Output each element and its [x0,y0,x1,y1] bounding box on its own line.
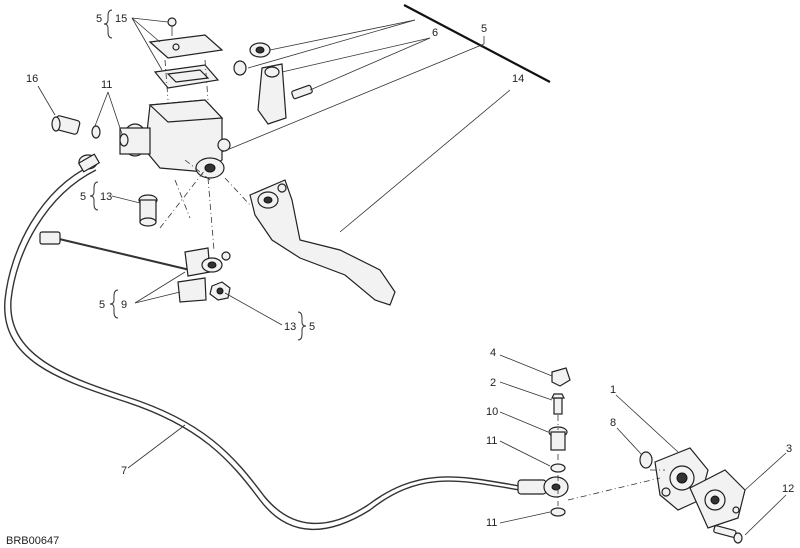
bracket-screw [291,84,313,100]
callout-8: 8 [610,417,616,429]
callout-11-bottom: 11 [486,517,497,529]
callout-5-top: 5 [96,13,102,25]
dust-boot [249,42,271,58]
bleed-screw [551,393,565,415]
cap-screw [167,17,177,36]
banjo-bolt-10 [548,426,568,451]
brace-15 [103,9,113,39]
cover-screw [713,525,743,544]
reservoir-cap [148,34,224,59]
callout-5-bolt: 5 [80,191,86,203]
o-ring-6 [233,60,247,76]
slave-cover [689,469,746,529]
hose-banjo-fitting [517,476,569,498]
brace-13b [297,311,307,341]
callout-1: 1 [610,384,616,396]
master-cylinder [119,99,231,179]
callout-5-clamp: 5 [99,299,105,311]
callout-6: 6 [432,27,438,39]
callout-10: 10 [486,406,498,418]
callout-9: 9 [121,299,127,311]
callout-13-bottom: 13 [284,321,296,333]
kit-bar [403,4,551,83]
hose-banjo-top [77,153,101,173]
washer-11-top-b [119,133,129,147]
callout-5-kit: 5 [481,23,487,35]
handlebar-clamp [177,247,231,303]
callout-11-top: 11 [101,79,112,91]
callout-15: 15 [115,13,127,25]
washer-11-bottom-b [550,507,566,517]
clutch-hose [4,164,521,531]
clutch-hose-inner [10,169,521,525]
callout-16: 16 [26,73,38,85]
leader-lines [37,17,787,536]
drawing-code: BRB00647 [6,535,59,547]
reservoir-diaphragm [153,64,220,89]
callout-5-nut: 5 [309,321,315,333]
lever-bracket [257,63,287,125]
clamp-nut [209,281,231,301]
seal-8 [639,451,653,469]
pivot-bolt [138,194,158,227]
clutch-switch-rod [39,231,191,271]
callout-11-mid: 11 [486,435,497,447]
callout-7: 7 [121,465,127,477]
washer-11-bottom-a [550,463,566,473]
clutch-lever [249,179,396,306]
washer-11-top-a [91,125,101,139]
callout-12: 12 [782,483,794,495]
banjo-bolt [51,115,81,135]
callout-4: 4 [490,347,496,359]
assembly-guides-bottom [557,415,665,506]
brace-9 [109,289,119,319]
callout-14: 14 [512,73,524,85]
callout-3: 3 [786,443,792,455]
callout-2: 2 [490,377,496,389]
brace-13 [89,181,99,211]
callout-13-top: 13 [100,191,112,203]
bleed-cap [551,367,571,387]
